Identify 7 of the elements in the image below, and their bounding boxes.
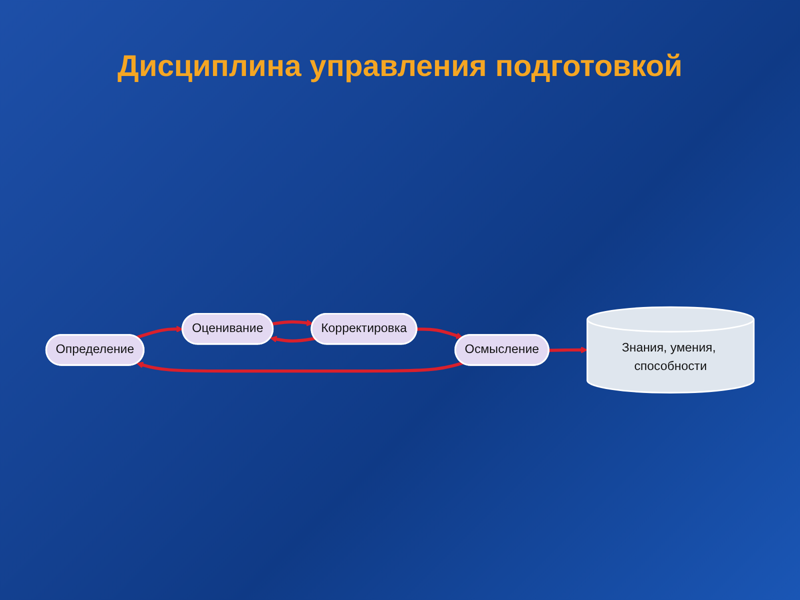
arrow — [136, 362, 463, 373]
arrow — [136, 326, 184, 339]
title: Дисциплина управления подготовкой — [116, 50, 684, 84]
arrow — [270, 336, 316, 343]
arrow — [416, 328, 463, 339]
arrow — [272, 320, 314, 326]
arrow — [548, 346, 588, 354]
